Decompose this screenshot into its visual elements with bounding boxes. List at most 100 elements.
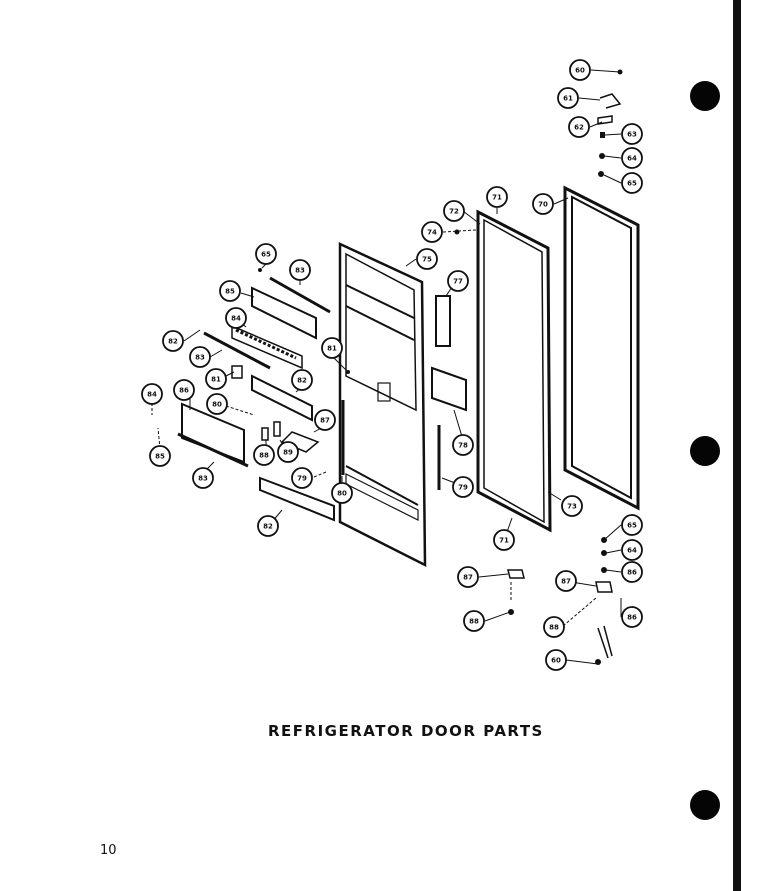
callout-71-lower: 71: [493, 529, 515, 551]
svg-text:65: 65: [627, 180, 637, 188]
svg-text:87: 87: [320, 417, 330, 425]
callout-61: 61: [557, 87, 579, 109]
callout-74: 74: [421, 221, 443, 243]
diagram-caption: REFRIGERATOR DOOR PARTS: [268, 722, 544, 740]
svg-text:85: 85: [155, 453, 165, 461]
svg-text:64: 64: [627, 155, 637, 163]
binder-hole-top: [690, 81, 720, 111]
svg-text:65: 65: [261, 251, 271, 259]
callout-63: 63: [621, 123, 643, 145]
svg-text:79: 79: [458, 484, 468, 492]
callout-81-left: 81: [205, 368, 227, 390]
callout-65: 65: [621, 172, 643, 194]
svg-text:83: 83: [295, 267, 305, 275]
callout-82: 82: [162, 330, 184, 352]
svg-text:64: 64: [627, 547, 637, 555]
svg-text:80: 80: [337, 490, 347, 498]
callout-65-lower: 65: [621, 514, 643, 536]
svg-text:82: 82: [168, 338, 178, 346]
callout-89: 89: [277, 441, 299, 463]
binder-hole-bottom: [690, 790, 720, 820]
svg-text:88: 88: [549, 624, 559, 632]
callout-86: 86: [173, 379, 195, 401]
page-edge: [733, 0, 741, 891]
part-77: [435, 295, 451, 347]
callout-73: 73: [561, 495, 583, 517]
bottom-hinge: [507, 569, 613, 659]
callout-86-right: 86: [621, 606, 643, 628]
callout-88: 88: [253, 444, 275, 466]
svg-text:71: 71: [499, 537, 509, 545]
callout-84-left: 84: [141, 383, 163, 405]
callout-82-mid: 82: [291, 369, 313, 391]
callout-88-right: 88: [543, 616, 565, 638]
callout-79: 79: [452, 476, 474, 498]
svg-text:86: 86: [627, 614, 637, 622]
svg-text:88: 88: [469, 618, 479, 626]
callout-60-lower: 60: [545, 649, 567, 671]
door-liner-75: [338, 242, 427, 568]
svg-text:82: 82: [263, 523, 273, 531]
svg-text:85: 85: [225, 288, 235, 296]
svg-text:84: 84: [231, 315, 241, 323]
svg-text:89: 89: [283, 449, 293, 457]
callout-77: 77: [447, 270, 469, 292]
svg-text:75: 75: [422, 256, 432, 264]
svg-text:87: 87: [463, 574, 473, 582]
svg-text:78: 78: [458, 442, 468, 450]
callout-83-mid: 83: [189, 346, 211, 368]
callout-87-lower: 87: [457, 566, 479, 588]
svg-text:81: 81: [327, 345, 337, 353]
svg-text:88: 88: [259, 452, 269, 460]
svg-text:60: 60: [551, 657, 561, 665]
callout-72: 72: [443, 200, 465, 222]
callout-bubbles: 60 61 62 63 64 65 70 71 72 74 75 77 78 7…: [141, 59, 643, 671]
svg-text:87: 87: [561, 578, 571, 586]
svg-text:77: 77: [453, 278, 463, 286]
binder-hole-middle: [690, 436, 720, 466]
svg-text:86: 86: [627, 569, 637, 577]
callout-71: 71: [486, 186, 508, 208]
callout-70: 70: [532, 193, 554, 215]
callout-82-lower: 82: [257, 515, 279, 537]
callout-62: 62: [568, 116, 590, 138]
svg-text:60: 60: [575, 67, 585, 75]
svg-text:61: 61: [563, 95, 573, 103]
callout-78: 78: [452, 434, 474, 456]
shelves-group: [177, 276, 335, 522]
svg-text:62: 62: [574, 124, 584, 132]
callout-84: 84: [225, 307, 247, 329]
callout-81: 81: [321, 337, 343, 359]
callout-87: 87: [314, 409, 336, 431]
svg-text:83: 83: [195, 354, 205, 362]
page-number: 10: [100, 843, 117, 858]
callout-85: 85: [219, 280, 241, 302]
svg-text:73: 73: [567, 503, 577, 511]
svg-text:84: 84: [147, 391, 157, 399]
callout-80-lower: 80: [331, 482, 353, 504]
svg-text:83: 83: [198, 475, 208, 483]
door-gasket-70: [563, 185, 640, 511]
svg-text:63: 63: [627, 131, 637, 139]
svg-text:79: 79: [297, 475, 307, 483]
svg-text:71: 71: [492, 194, 502, 202]
callout-85-left: 85: [149, 445, 171, 467]
callout-64-lower: 64: [621, 539, 643, 561]
svg-text:86: 86: [179, 387, 189, 395]
svg-text:82: 82: [297, 377, 307, 385]
callout-83-lower: 83: [192, 467, 214, 489]
callout-88-lower: 88: [463, 610, 485, 632]
callout-87-right: 87: [555, 570, 577, 592]
svg-text:74: 74: [427, 229, 437, 237]
callout-79-left: 79: [291, 467, 313, 489]
callout-86-lower: 86: [621, 561, 643, 583]
callout-64: 64: [621, 147, 643, 169]
door-panel-71: [476, 209, 552, 533]
callout-75: 75: [416, 248, 438, 270]
svg-text:65: 65: [627, 522, 637, 530]
fasteners: [258, 69, 623, 665]
top-hinge: [597, 93, 622, 125]
callout-83: 83: [289, 259, 311, 281]
callout-60: 60: [569, 59, 591, 81]
